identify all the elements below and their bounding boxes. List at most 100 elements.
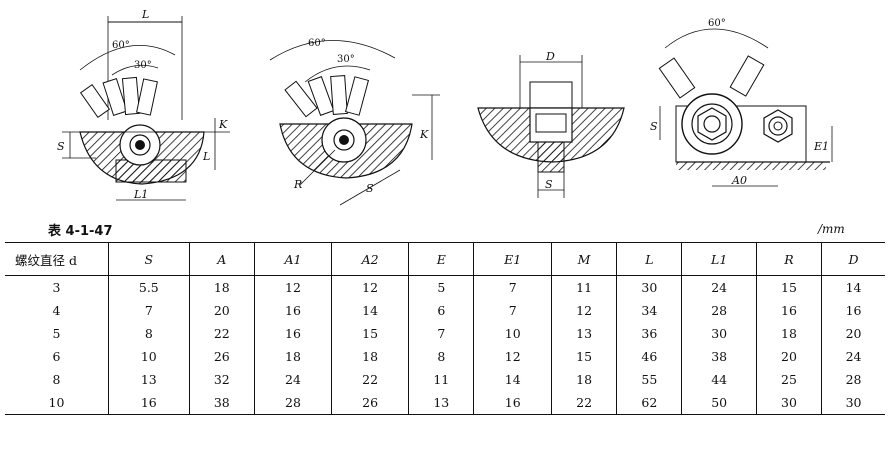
table-cell: 12 — [550, 299, 617, 322]
angle-30-label: 30° — [134, 60, 152, 71]
table-cell: 15 — [331, 322, 409, 345]
dim-S-label-2: S — [366, 182, 374, 195]
table-header-row: 螺纹直径 d S A A1 A2 E E1 M L L1 R D — [5, 242, 885, 276]
table-cell: 22 — [188, 322, 255, 345]
table-cell: 5 — [52, 326, 61, 341]
table-cell: 30 — [821, 391, 885, 415]
table-cell: 30 — [681, 322, 757, 345]
table-cell: 26 — [188, 345, 255, 368]
header-M: M — [550, 242, 617, 276]
table-cell: 6 — [408, 299, 474, 322]
header-R: R — [755, 242, 822, 276]
header-D: D — [821, 242, 885, 276]
table-cell: 16 — [473, 391, 552, 415]
dim-R-label: R — [293, 178, 302, 191]
view-1-cross-section: L 60° 30° S K L L1 — [57, 8, 230, 201]
table-cell: 20 — [755, 345, 822, 368]
header-S: S — [108, 242, 190, 276]
dim-K-label: K — [218, 118, 228, 131]
table-cell: 10 — [473, 322, 552, 345]
table-cell: 14 — [473, 368, 552, 391]
dim-K-label-2: K — [419, 128, 429, 141]
table-cell: 10 — [5, 391, 109, 415]
dim-A0-label: A0 — [731, 174, 747, 187]
table-cell: 8 — [108, 322, 190, 345]
table-cell: 12 — [253, 275, 332, 299]
table-cell: 20 — [821, 322, 885, 345]
table-cell: 30 — [755, 391, 822, 415]
table-cell: 18 — [253, 345, 332, 368]
header-A2: A2 — [331, 242, 409, 276]
table-cell: 22 — [331, 368, 409, 391]
dim-E1-label: E1 — [813, 140, 829, 153]
dim-D-label: D — [545, 50, 555, 63]
technical-drawing: L 60° 30° S K L L1 60° 30° — [57, 8, 833, 206]
header-L1: L1 — [681, 242, 757, 276]
table-cell: 13 — [550, 322, 617, 345]
table-cell: 34 — [616, 299, 682, 322]
table-cell: 38 — [681, 345, 757, 368]
dim-S-label-4: S — [650, 120, 658, 133]
dim-S-label-3: S — [545, 178, 553, 191]
table-cell: 44 — [681, 368, 757, 391]
dim-L-vertical-label: L — [202, 150, 210, 163]
table-caption: 表 4-1-47 — [48, 224, 113, 239]
table-cell: 3 — [52, 280, 61, 295]
table-cell: 62 — [616, 391, 682, 415]
table-cell: 55 — [616, 368, 682, 391]
table-cell: 16 — [253, 322, 332, 345]
table-cell: 25 — [755, 368, 822, 391]
table-cell: 7 — [408, 322, 474, 345]
dim-S-label: S — [57, 140, 65, 153]
table-cell: 12 — [473, 345, 552, 368]
table-cell: 15 — [755, 275, 822, 299]
angle-30-label-2: 30° — [337, 54, 355, 65]
header-L: L — [616, 242, 682, 276]
header-thread-diameter: 螺纹直径 d — [5, 242, 109, 276]
table-cell: 30 — [616, 275, 682, 299]
table-cell: 13 — [108, 368, 190, 391]
unit-label: /mm — [818, 222, 845, 236]
table-cell: 28 — [253, 391, 332, 415]
table-cell: 18 — [331, 345, 409, 368]
angle-60-label: 60° — [112, 40, 130, 51]
table-cell: 8 — [52, 372, 61, 387]
angle-60-label-2: 60° — [308, 38, 326, 49]
table-cell: 16 — [821, 299, 885, 322]
table-cell: 36 — [616, 322, 682, 345]
dim-L-label: L — [141, 8, 149, 21]
table-cell: 5.5 — [108, 275, 190, 299]
table-cell: 24 — [253, 368, 332, 391]
table-cell: 32 — [188, 368, 255, 391]
table-cell: 8 — [408, 345, 474, 368]
table-cell: 18 — [550, 368, 617, 391]
table-cell: 5 — [408, 275, 474, 299]
table-cell: 4 — [52, 303, 61, 318]
table-cell: 22 — [550, 391, 617, 415]
view-2-cross-section: 60° 30° K R S — [269, 38, 440, 206]
table-cell: 24 — [681, 275, 757, 299]
table-cell: 50 — [681, 391, 757, 415]
table-cell: 16 — [253, 299, 332, 322]
header-A1: A1 — [253, 242, 332, 276]
table-cell: 38 — [188, 391, 255, 415]
dim-L1-label: L1 — [133, 188, 148, 201]
table-cell: 28 — [821, 368, 885, 391]
header-E1: E1 — [473, 242, 552, 276]
table-cell: 28 — [681, 299, 757, 322]
view-3-cross-section: D S — [477, 50, 625, 198]
table-cell: 7 — [108, 299, 190, 322]
table-cell: 7 — [473, 275, 552, 299]
table-cell: 26 — [331, 391, 409, 415]
table-cell: 16 — [108, 391, 190, 415]
table-cell: 11 — [408, 368, 474, 391]
angle-60-label-4: 60° — [708, 18, 726, 29]
